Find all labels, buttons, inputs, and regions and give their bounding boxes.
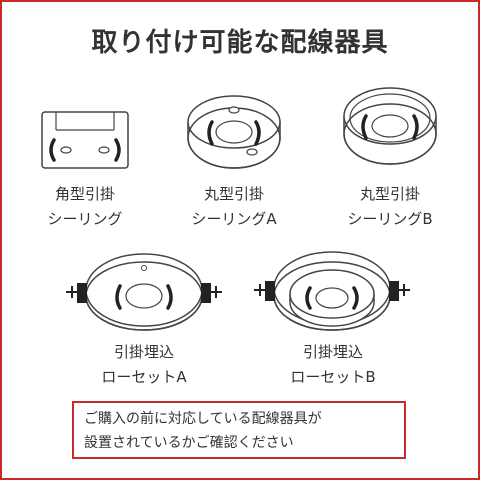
notice-line2: 設置されているかご確認ください [84,435,294,451]
notice-line1: ご購入の前に対応している配線器具が [84,411,322,427]
item-label-line2: ローセットB [290,368,376,386]
round-hook-ceiling-b-icon [343,87,437,165]
embedded-rosette-b-icon [254,251,410,331]
item-label-line1: 引掛埋込 [302,343,363,361]
item-label-line1: 丸型引掛 [203,185,264,203]
notice-box: ご購入の前に対応している配線器具が 設置されているかご確認ください [72,401,406,459]
item-label-line2: シーリングA [191,210,277,228]
item-label-line1: 丸型引掛 [359,185,420,203]
round-hook-ceiling-a-icon [187,95,281,169]
item-label-line1: 角型引掛 [54,185,115,203]
square-hook-ceiling-icon [41,111,129,169]
page-title: 取り付け可能な配線器具 [91,28,389,58]
embedded-rosette-a-icon [66,253,222,331]
item-label-line1: 引掛埋込 [113,343,174,361]
item-label-line2: ローセットA [101,368,187,386]
item-label-line2: シーリングB [347,210,433,228]
item-label-line2: シーリング [47,210,123,228]
